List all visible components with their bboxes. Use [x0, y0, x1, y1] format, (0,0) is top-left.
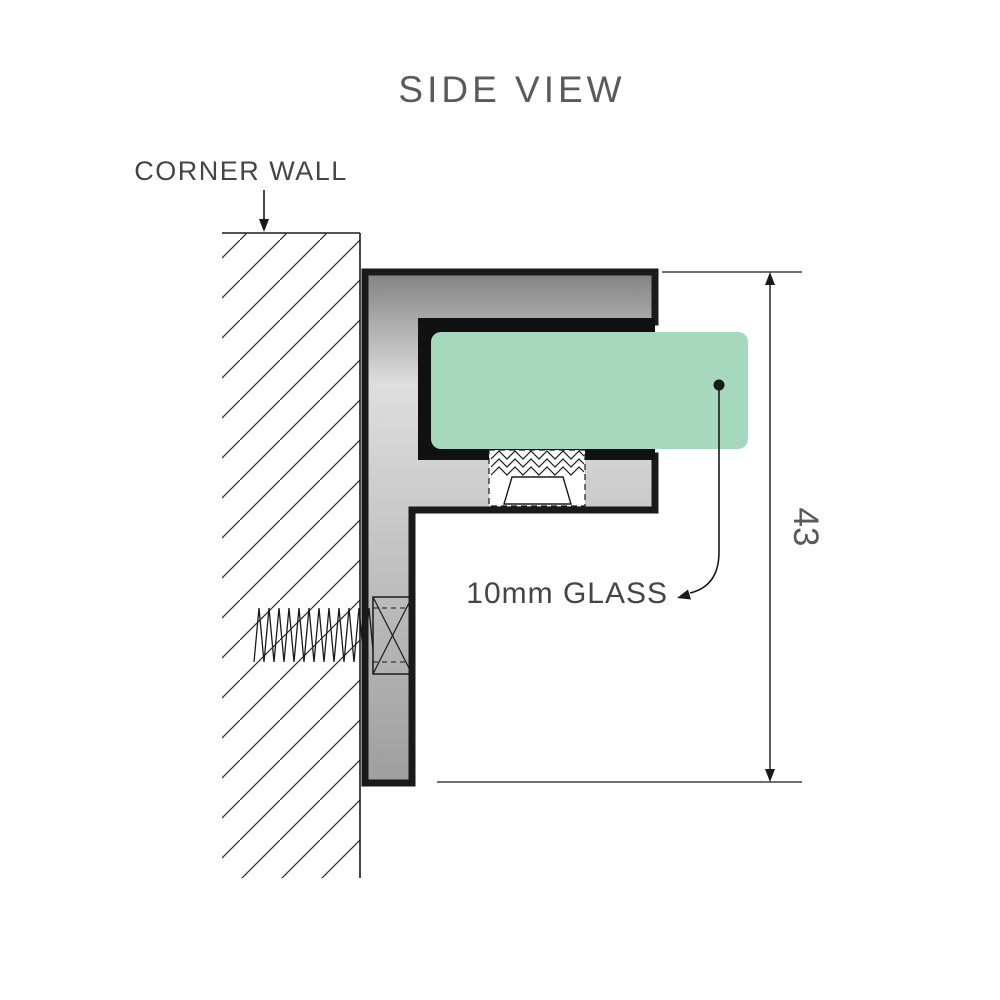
corner-wall-callout: CORNER WALL: [134, 156, 348, 232]
dimension-arrowhead-top: [765, 272, 775, 285]
corner-wall: [222, 232, 361, 878]
gasket-thread-row-2: [490, 458, 585, 468]
screw-thread: [253, 607, 374, 663]
gasket-thread-row-3: [490, 466, 585, 476]
corner-wall-arrowhead: [259, 219, 269, 232]
gasket-thread-row-1: [490, 450, 585, 460]
dimension-43: 43: [437, 271, 825, 783]
glass-leader-dot: [713, 379, 725, 391]
glass-callout: 10mm GLASS: [466, 379, 725, 610]
gasket-cup: [503, 476, 572, 505]
screw-head-cross-2: [372, 596, 413, 675]
wall-hatching: [222, 233, 360, 878]
dimension-value: 43: [786, 508, 825, 547]
corner-wall-label: CORNER WALL: [134, 156, 348, 186]
gasket-hidden-outline: [488, 449, 586, 507]
gasket: [488, 449, 586, 507]
glass-label: 10mm GLASS: [466, 577, 668, 610]
diagram-title: SIDE VIEW: [398, 69, 625, 110]
glass-panel: [431, 332, 748, 449]
glass-leader-line: [689, 390, 720, 594]
glass-leader-arrowhead: [677, 589, 691, 600]
fixing-screw: [253, 596, 413, 675]
dimension-arrowhead-bottom: [765, 769, 775, 782]
screw-head-outline: [372, 596, 413, 675]
